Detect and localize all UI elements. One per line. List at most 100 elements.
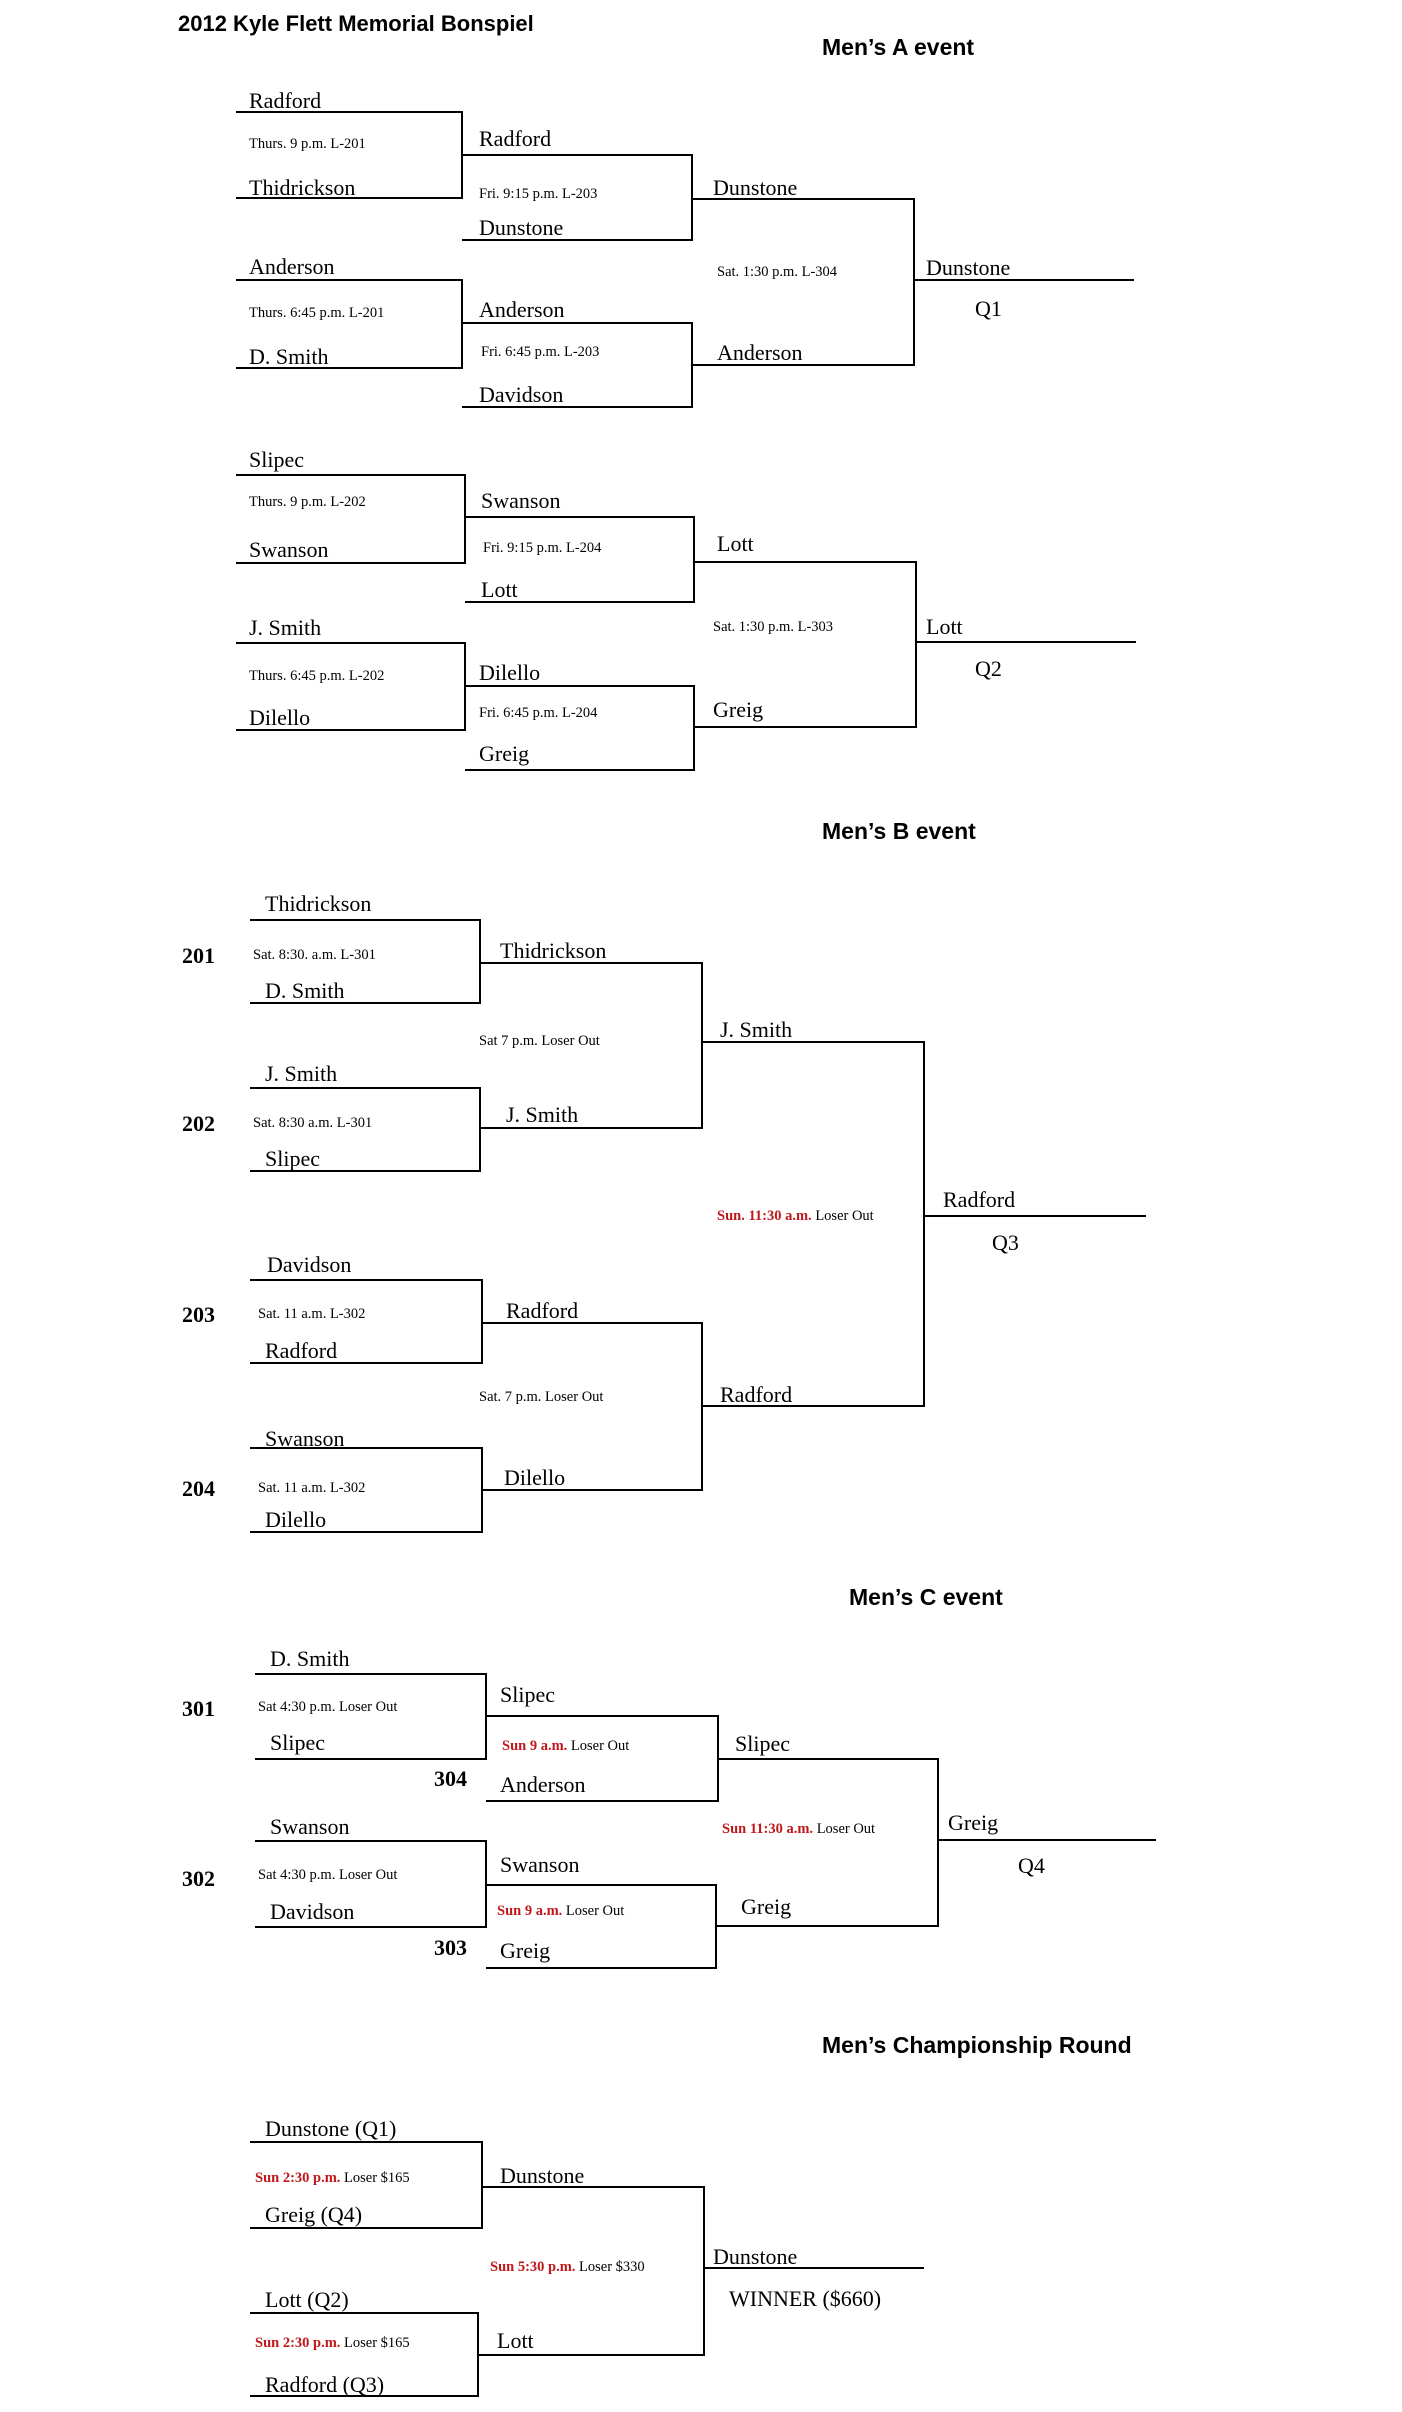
championship-round: Men’s Championship Round Dunstone (Q1) G… — [250, 2032, 1132, 2397]
b-bracket-r1-1 — [250, 919, 481, 1004]
draw-number: 301 — [182, 1696, 215, 1721]
team-name: Greig — [713, 697, 763, 722]
b-bracket-r2-1 — [480, 962, 703, 1129]
c-event-title: Men’s C event — [849, 1584, 1003, 1610]
championship-bracket-r1-1 — [250, 2141, 483, 2229]
team-name: Slipec — [735, 1731, 790, 1756]
team-name: Dunstone — [500, 2163, 584, 2188]
team-name: J. Smith — [720, 1017, 792, 1042]
game-note: Fri. 6:45 p.m. L-203 — [481, 344, 599, 360]
game-note-time: Sun 5:30 p.m. — [490, 2259, 575, 2275]
team-name: Lott — [481, 577, 518, 602]
c-event: Men’s C event 301 302 304 303 D. Smith S… — [182, 1584, 1156, 1969]
team-name: Slipec — [500, 1682, 555, 1707]
team-name: Dilello — [249, 705, 310, 730]
game-note: Sat 7 p.m. Loser Out — [479, 1033, 600, 1049]
game-note-detail: Loser $330 — [575, 2259, 644, 2275]
team-name: Swanson — [481, 488, 560, 513]
team-name: Swanson — [265, 1426, 344, 1451]
game-note: Fri. 9:15 p.m. L-203 — [479, 186, 597, 202]
game-note: Sun. 11:30 a.m. Loser Out — [717, 1208, 874, 1224]
team-name: Radford (Q3) — [265, 2372, 384, 2397]
team-name: D. Smith — [249, 344, 328, 369]
game-note-detail: Loser Out — [562, 1903, 624, 1919]
team-name: Anderson — [249, 254, 335, 279]
team-name: Anderson — [500, 1772, 586, 1797]
a-event: Men’s A event Radford Thidrickson Anders… — [236, 34, 1136, 771]
game-note: Fri. 6:45 p.m. L-204 — [479, 705, 598, 721]
qualifier-label: Q1 — [975, 296, 1002, 321]
team-name: Swanson — [500, 1852, 579, 1877]
team-name: D. Smith — [270, 1646, 349, 1671]
team-name: Radford — [720, 1382, 792, 1407]
draw-number: 304 — [434, 1766, 467, 1791]
b-event: Men’s B event 201 202 203 204 Thidrickso… — [182, 818, 1146, 1533]
team-name: Dunstone (Q1) — [265, 2116, 396, 2141]
team-name: D. Smith — [265, 978, 344, 1003]
draw-number: 303 — [434, 1935, 467, 1960]
b-bracket-r3-1 — [702, 1041, 925, 1407]
game-note: Sun 9 a.m. Loser Out — [502, 1738, 629, 1754]
page-title: 2012 Kyle Flett Memorial Bonspiel — [178, 11, 534, 36]
game-note-time: Sun 11:30 a.m. — [722, 1821, 813, 1837]
game-note: Sat. 11 a.m. L-302 — [258, 1480, 365, 1496]
game-note: Sun 5:30 p.m. Loser $330 — [490, 2259, 645, 2275]
championship-bracket-r2-1 — [478, 2186, 705, 2356]
game-note-detail: Loser $165 — [340, 2335, 409, 2351]
qualifier-label: Q2 — [975, 656, 1002, 681]
game-note: Fri. 9:15 p.m. L-204 — [483, 540, 602, 556]
team-name: Slipec — [265, 1146, 320, 1171]
game-note: Sun 9 a.m. Loser Out — [497, 1903, 624, 1919]
game-note-time: Sun 9 a.m. — [497, 1903, 562, 1919]
game-note: Sat. 8:30. a.m. L-301 — [253, 947, 376, 963]
team-name: Greig — [479, 741, 529, 766]
b-bracket-r1-2 — [250, 1087, 481, 1172]
team-name: J. Smith — [506, 1102, 578, 1127]
game-note: Sat. 1:30 p.m. L-303 — [713, 619, 833, 635]
team-name: Dunstone — [479, 215, 563, 240]
draw-number: 202 — [182, 1111, 215, 1136]
team-name: Thidrickson — [500, 938, 606, 963]
game-note: Thurs. 9 p.m. L-202 — [249, 494, 366, 510]
event-winner: Radford — [943, 1187, 1015, 1212]
game-note: Sat 4:30 p.m. Loser Out — [258, 1699, 397, 1715]
a-bracket-r3-1 — [692, 198, 915, 366]
game-note: Sat. 8:30 a.m. L-301 — [253, 1115, 372, 1131]
team-name: Swanson — [270, 1814, 349, 1839]
game-note-detail: Loser Out — [567, 1738, 629, 1754]
game-note: Sat. 11 a.m. L-302 — [258, 1306, 365, 1322]
draw-number: 201 — [182, 943, 215, 968]
game-note-time: Sun. 11:30 a.m. — [717, 1208, 812, 1224]
qualifier-label: Q4 — [1018, 1853, 1045, 1878]
game-note: Sat. 1:30 p.m. L-304 — [717, 264, 838, 280]
game-note-detail: Loser Out — [813, 1821, 875, 1837]
team-name: J. Smith — [249, 615, 321, 640]
team-name: Anderson — [479, 297, 565, 322]
game-note: Thurs. 6:45 p.m. L-201 — [249, 305, 384, 321]
game-note: Sun 2:30 p.m. Loser $165 — [255, 2170, 410, 2186]
event-winner: Dunstone — [926, 255, 1010, 280]
b-bracket-r1-3 — [250, 1279, 483, 1364]
draw-number: 302 — [182, 1866, 215, 1891]
championship-title: Men’s Championship Round — [822, 2032, 1132, 2058]
game-note: Sat. 7 p.m. Loser Out — [479, 1389, 603, 1405]
team-name: Radford — [249, 88, 321, 113]
a-bracket-r1-3 — [236, 474, 466, 564]
team-name: Thidrickson — [265, 891, 371, 916]
team-name: Dilello — [265, 1507, 326, 1532]
event-winner: Lott — [926, 614, 963, 639]
team-name: Slipec — [249, 447, 304, 472]
game-note: Sat 4:30 p.m. Loser Out — [258, 1867, 397, 1883]
team-name: J. Smith — [265, 1061, 337, 1086]
b-event-title: Men’s B event — [822, 818, 976, 844]
team-name: Swanson — [249, 537, 328, 562]
event-winner: Greig — [948, 1810, 998, 1835]
game-note-time: Sun 2:30 p.m. — [255, 2335, 340, 2351]
team-name: Lott — [717, 531, 754, 556]
game-note: Sun 11:30 a.m. Loser Out — [722, 1821, 875, 1837]
game-note-detail: Loser $165 — [340, 2170, 409, 2186]
team-name: Slipec — [270, 1730, 325, 1755]
c-bracket-r3-1 — [716, 1758, 939, 1927]
game-note-time: Sun 2:30 p.m. — [255, 2170, 340, 2186]
